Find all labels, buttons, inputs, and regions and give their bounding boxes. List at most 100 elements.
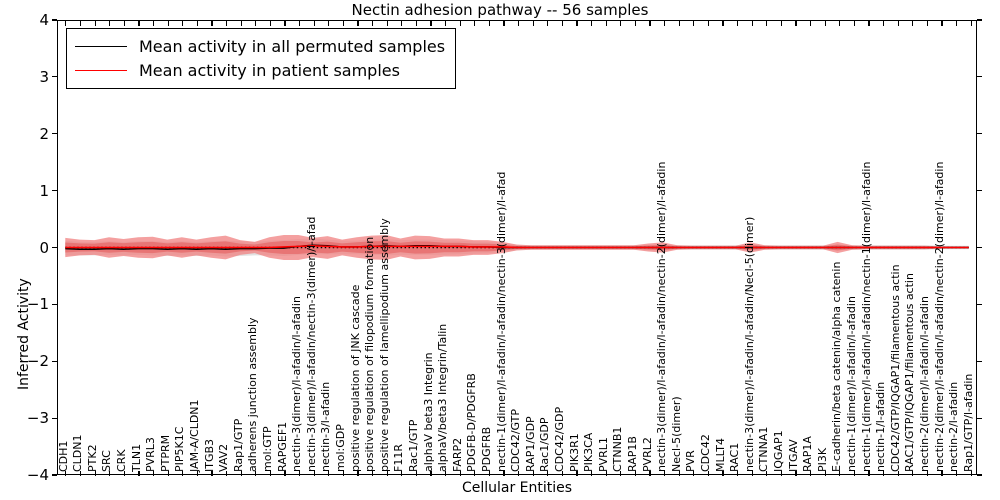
x-tick-mark-top xyxy=(883,21,885,26)
x-tick-mark-top xyxy=(737,21,739,26)
x-tick-label: PI3K xyxy=(815,447,829,472)
x-tick-mark-top xyxy=(284,21,286,26)
x-tick-label: CTNNB1 xyxy=(611,426,625,472)
x-tick-mark xyxy=(474,471,476,476)
x-tick-label: nectin-3(dimer)/l-afadin/l-afadin/Necl-5… xyxy=(742,216,756,472)
y-tick-mark xyxy=(977,360,982,362)
legend-label-patient: Mean activity in patient samples xyxy=(139,60,400,80)
x-tick-label: CDH1 xyxy=(56,440,70,472)
x-tick-label: Rac1/GTP xyxy=(406,419,420,472)
y-tick-mark xyxy=(977,190,982,192)
x-tick-mark-top xyxy=(298,21,301,26)
x-tick-mark xyxy=(488,471,490,476)
legend-swatch-patient xyxy=(75,69,127,71)
x-tick-mark-top xyxy=(196,21,198,26)
x-tick-label: CDC42/GTP xyxy=(509,408,523,472)
x-tick-mark-top xyxy=(897,21,899,26)
y-tick-mark xyxy=(977,303,982,305)
x-tick-mark-top xyxy=(664,21,666,26)
x-tick-label: nectin-1(dimer)/l-afadin/l-afadin/nectin… xyxy=(494,171,508,472)
x-tick-mark xyxy=(94,471,96,476)
x-tick-mark-top xyxy=(386,21,388,26)
x-tick-label: IQGAP1 xyxy=(772,430,786,472)
x-tick-label: RAC1 xyxy=(728,442,742,472)
x-tick-mark xyxy=(196,471,198,476)
x-tick-mark-top xyxy=(956,21,958,26)
y-tick-label: 1 xyxy=(39,181,49,200)
x-tick-mark xyxy=(298,471,301,476)
x-tick-mark-top xyxy=(167,21,169,26)
x-tick-mark xyxy=(853,471,856,476)
x-tick-mark xyxy=(167,471,169,476)
x-tick-mark xyxy=(561,471,563,476)
x-tick-mark xyxy=(240,471,242,476)
x-tick-mark xyxy=(211,471,213,476)
x-tick-mark xyxy=(284,471,286,476)
x-tick-mark xyxy=(956,471,958,476)
x-tick-mark xyxy=(386,471,388,476)
x-tick-mark-top xyxy=(780,21,783,26)
x-tick-label: alphaV beta3 Integrin xyxy=(421,352,435,472)
x-tick-label: RAP1/GDP xyxy=(523,416,537,472)
x-tick-label: CRK xyxy=(114,449,128,472)
x-tick-mark-top xyxy=(547,21,549,26)
y-tick-mark xyxy=(977,474,982,476)
x-tick-mark xyxy=(123,471,125,476)
y-tick-mark xyxy=(977,133,982,135)
legend-swatch-permuted xyxy=(75,45,127,47)
x-tick-mark xyxy=(415,471,417,476)
x-tick-label: nectin-3(dimer)/l-afadin/nectin-3(dimer)… xyxy=(304,216,318,472)
x-tick-label: PIK3CA xyxy=(582,432,596,472)
x-tick-label: PVRL1 xyxy=(596,437,610,472)
x-tick-mark-top xyxy=(576,21,578,26)
x-tick-mark xyxy=(547,471,549,476)
x-tick-mark-top xyxy=(824,21,826,26)
x-tick-mark xyxy=(255,471,257,476)
x-tick-mark-top xyxy=(94,21,96,26)
x-tick-mark xyxy=(766,471,768,476)
x-tick-label: ITGB3 xyxy=(202,438,216,472)
y-tick-label: −4 xyxy=(26,466,49,484)
x-tick-label: PVR xyxy=(684,450,698,472)
x-tick-mark-top xyxy=(488,21,490,26)
y-tick-mark xyxy=(52,360,57,362)
y-tick-mark xyxy=(52,133,57,135)
x-tick-mark-top xyxy=(79,21,82,26)
x-tick-label: adherens junction assembly xyxy=(246,317,260,472)
x-tick-label: PDGFRB xyxy=(479,426,493,472)
x-tick-mark-top xyxy=(459,21,461,26)
x-tick-mark xyxy=(503,471,505,476)
x-tick-mark xyxy=(751,471,753,476)
y-tick-mark xyxy=(52,19,57,21)
x-tick-label: nectin-3/l-afadin xyxy=(319,381,333,472)
legend-label-permuted: Mean activity in all permuted samples xyxy=(139,36,446,56)
x-tick-mark xyxy=(693,471,695,476)
x-tick-mark xyxy=(970,471,972,476)
x-tick-label: positive regulation of JNK cascade xyxy=(348,284,362,472)
x-tick-label: PVRL3 xyxy=(144,437,158,472)
x-tick-mark xyxy=(897,471,899,476)
x-tick-label: ITGAV xyxy=(786,439,800,472)
x-tick-label: nectin-3(dimer)/l-afadin/l-afadin xyxy=(290,296,304,472)
x-tick-mark xyxy=(225,471,228,476)
x-tick-mark-top xyxy=(225,21,228,26)
x-tick-label: JAM-A/CLDN1 xyxy=(187,399,201,472)
x-tick-label: nectin-2(dimer)/l-afadin/l-afadin xyxy=(918,296,932,472)
x-tick-mark-top xyxy=(810,21,812,26)
x-tick-mark-top xyxy=(722,21,724,26)
x-tick-mark xyxy=(941,471,943,476)
y-tick-label: 0 xyxy=(39,238,49,257)
x-tick-mark-top xyxy=(678,21,680,26)
x-tick-mark xyxy=(532,471,534,476)
x-tick-mark xyxy=(591,471,593,476)
y-tick-label: −1 xyxy=(26,295,49,314)
x-tick-label: SRC xyxy=(100,450,114,472)
x-tick-mark-top xyxy=(444,21,447,26)
y-tick-label: 3 xyxy=(39,67,49,86)
x-tick-mark-top xyxy=(926,21,929,26)
y-tick-mark xyxy=(52,246,57,249)
y-tick-label: −3 xyxy=(26,409,49,428)
x-tick-mark-top xyxy=(912,21,914,26)
x-tick-mark-top xyxy=(401,21,403,26)
